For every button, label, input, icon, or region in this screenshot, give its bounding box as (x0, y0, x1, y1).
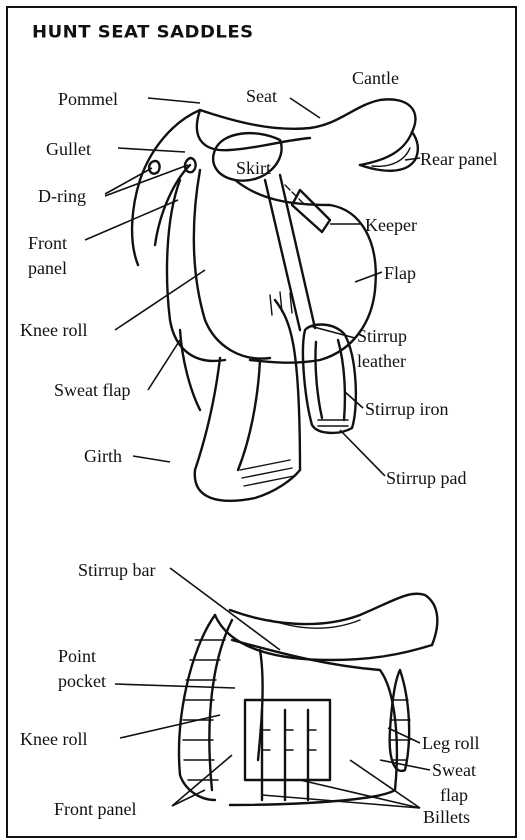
label-knee-roll-bottom: Knee roll (20, 729, 87, 749)
label-skirt: Skirt (236, 158, 271, 178)
top-saddle-drawing (132, 99, 418, 500)
label-sweat-flap-line1: Sweat (432, 760, 476, 780)
label-rear-panel: Rear panel (420, 149, 497, 169)
label-girth: Girth (84, 446, 122, 466)
label-billets: Billets (423, 807, 470, 827)
label-keeper: Keeper (365, 215, 417, 235)
label-knee-roll-top: Knee roll (20, 320, 87, 340)
label-seat: Seat (246, 86, 277, 106)
label-point-pocket-line2: pocket (58, 671, 106, 691)
label-flap: Flap (384, 263, 416, 283)
label-stirrup-leather-line1: Stirrup (357, 326, 407, 346)
label-front-panel-line1: Front (28, 233, 67, 253)
label-gullet: Gullet (46, 139, 91, 159)
label-pommel: Pommel (58, 89, 118, 109)
label-front-panel-bottom: Front panel (54, 799, 137, 819)
label-sweat-flap-line2: flap (440, 785, 468, 805)
label-stirrup-bar: Stirrup bar (78, 560, 155, 580)
label-stirrup-pad: Stirrup pad (386, 468, 467, 488)
label-d-ring: D-ring (38, 186, 86, 206)
label-sweat-flap-top: Sweat flap (54, 380, 130, 400)
bottom-saddle-drawing (179, 594, 437, 805)
label-front-panel-line2: panel (28, 258, 67, 278)
label-point-pocket-line1: Point (58, 646, 96, 666)
label-leg-roll: Leg roll (422, 733, 479, 753)
label-stirrup-leather-line2: leather (357, 351, 406, 371)
label-cantle: Cantle (352, 68, 399, 88)
label-stirrup-iron: Stirrup iron (365, 399, 449, 419)
